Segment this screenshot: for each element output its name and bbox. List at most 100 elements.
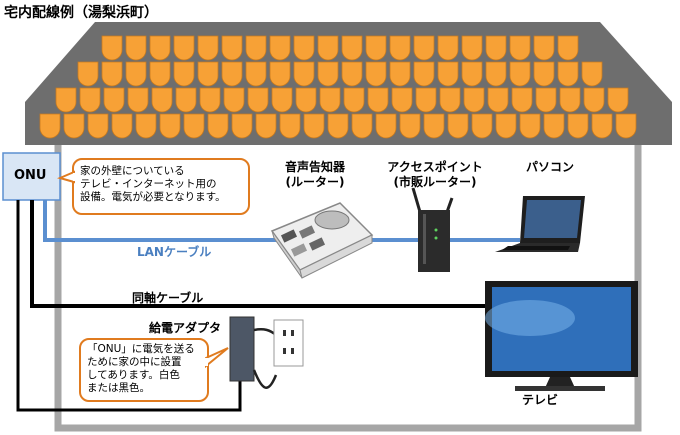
roof-tile <box>437 35 459 61</box>
roof-tile <box>55 87 77 113</box>
roof-tile <box>111 113 133 139</box>
roof-tile <box>391 87 413 113</box>
pc-label: パソコン <box>525 160 574 174</box>
roof-tile <box>413 35 435 61</box>
lan-cable-label: LANケーブル <box>137 245 212 259</box>
roof-tile <box>543 113 565 139</box>
roof-tile <box>279 113 301 139</box>
roof-tile <box>197 35 219 61</box>
roof-tile <box>101 61 123 87</box>
roof-tile <box>197 61 219 87</box>
roof-tile <box>535 87 557 113</box>
roof-tile <box>365 61 387 87</box>
roof-tile <box>269 35 291 61</box>
roof-tile <box>221 61 243 87</box>
roof-tile <box>519 113 541 139</box>
laptop-illustration <box>495 196 585 252</box>
roof-tile <box>173 35 195 61</box>
roof-tile <box>415 87 437 113</box>
coax-cable-line <box>30 200 495 308</box>
power-adapter-illustration <box>229 316 278 389</box>
roof-tiles <box>39 35 637 139</box>
roof-tile <box>557 35 579 61</box>
roof-tile <box>125 35 147 61</box>
roof-tile <box>341 61 363 87</box>
onu-label: ONU <box>14 168 47 183</box>
tv-label: テレビ <box>521 393 558 407</box>
roof-tile <box>367 87 389 113</box>
roof-tile <box>247 87 269 113</box>
roof-tile <box>463 87 485 113</box>
roof-tile <box>295 87 317 113</box>
roof-tile <box>293 35 315 61</box>
roof-tile <box>223 87 245 113</box>
adapter-callout-line: してあります。白色 <box>87 369 180 381</box>
roof-tile <box>127 87 149 113</box>
roof-tile <box>389 61 411 87</box>
roof-tile <box>583 87 605 113</box>
roof-tile <box>149 61 171 87</box>
roof-tile <box>255 113 277 139</box>
roof-tile <box>245 35 267 61</box>
roof-tile <box>365 35 387 61</box>
roof-tile <box>423 113 445 139</box>
roof-tile <box>447 113 469 139</box>
roof-tile <box>319 87 341 113</box>
router-label-line2: (ルーター) <box>285 175 345 189</box>
roof-tile <box>607 87 629 113</box>
roof-tile <box>487 87 509 113</box>
roof-tile <box>63 113 85 139</box>
roof-tile <box>221 35 243 61</box>
roof-tile <box>389 35 411 61</box>
roof-tile <box>559 87 581 113</box>
roof-tile <box>533 61 555 87</box>
roof-tile <box>461 61 483 87</box>
roof-tile <box>271 87 293 113</box>
roof-tile <box>485 61 507 87</box>
roof-tile <box>581 61 603 87</box>
adapter-callout-shape <box>79 338 229 402</box>
onu-callout-line: テレビ・インターネット用の <box>80 178 217 190</box>
roof-tile <box>317 35 339 61</box>
onu-callout-line: 設備。電気が必要となります。 <box>80 191 226 203</box>
roof-tile <box>245 61 267 87</box>
roof-tile <box>135 113 157 139</box>
roof-tile <box>485 35 507 61</box>
roof-tile <box>103 87 125 113</box>
roof <box>25 22 672 145</box>
power-outlet-illustration <box>273 319 304 367</box>
adapter-callout-line: 「ONU」に電気を送る <box>87 343 195 355</box>
roof-tile <box>125 61 147 87</box>
roof-tile <box>533 35 555 61</box>
access-point-label: アクセスポイント (市販ルーター) <box>380 160 490 190</box>
access-point-label-line2: (市販ルーター) <box>393 175 477 189</box>
roof-tile <box>231 113 253 139</box>
roof-tile <box>437 61 459 87</box>
roof-tile <box>303 113 325 139</box>
router-label: 音声告知器 (ルーター) <box>270 160 360 190</box>
roof-tile <box>101 35 123 61</box>
roof-tile <box>343 87 365 113</box>
roof-tile <box>495 113 517 139</box>
roof-tile <box>413 61 435 87</box>
roof-tile <box>615 113 637 139</box>
page-title: 宅内配線例（湯梨浜町） <box>4 5 158 21</box>
roof-tile <box>183 113 205 139</box>
roof-tile <box>461 35 483 61</box>
roof-tile <box>77 61 99 87</box>
roof-tile <box>207 113 229 139</box>
tv-illustration <box>485 281 638 391</box>
roof-tile <box>567 113 589 139</box>
roof-tile <box>351 113 373 139</box>
access-point-label-line1: アクセスポイント <box>387 160 483 174</box>
roof-tile <box>175 87 197 113</box>
roof-tile <box>151 87 173 113</box>
onu-callout-shape <box>57 158 250 215</box>
roof-tile <box>269 61 291 87</box>
adapter-callout-line: ために家の中に設置 <box>87 356 182 368</box>
roof-tile <box>87 113 109 139</box>
roof-tile <box>439 87 461 113</box>
roof-tile <box>39 113 61 139</box>
roof-tile <box>509 61 531 87</box>
